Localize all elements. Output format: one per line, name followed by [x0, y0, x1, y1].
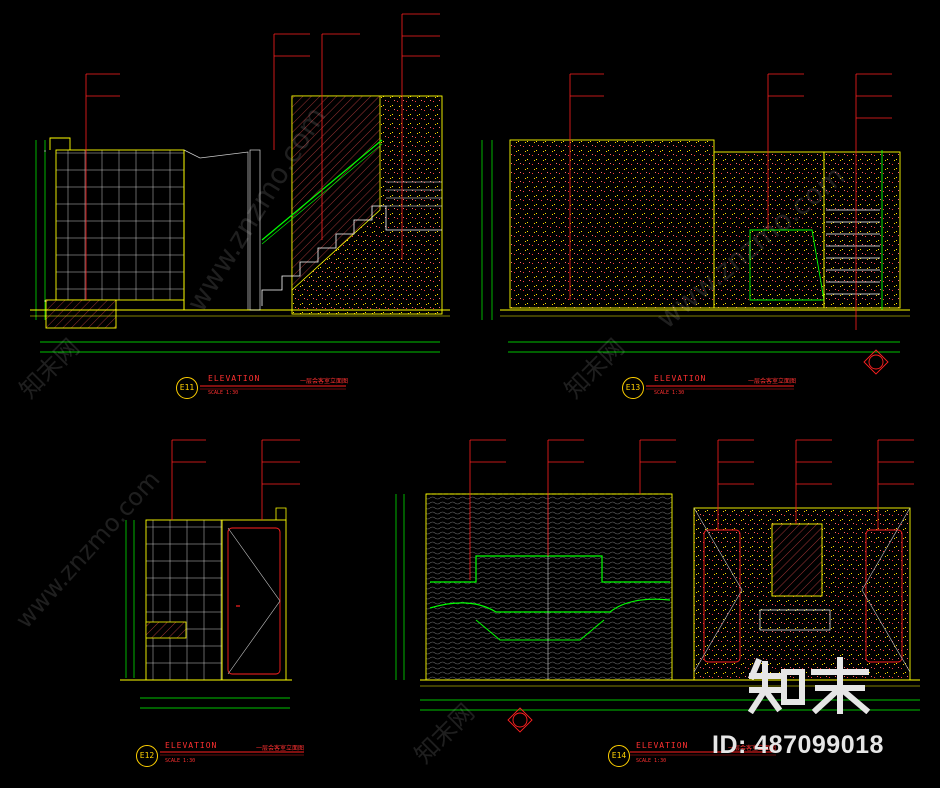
elevation-e11-title: 一层会客室立面图 — [300, 378, 349, 385]
elevation-e12-title: 一层会客室立面图 — [256, 745, 305, 752]
elevation-e12-number: E12 — [136, 745, 158, 767]
elevation-e14-drawing — [395, 439, 920, 733]
elevation-e13-drawing — [481, 73, 910, 375]
elevation-e14-title: 一层会客室立面图 — [728, 745, 777, 752]
elevation-e11-number: E11 — [176, 377, 198, 399]
elevation-e13-title: 一层会客室立面图 — [748, 378, 797, 385]
elevation-e14-label: ELEVATION — [636, 741, 689, 750]
watermark-logo — [748, 657, 871, 714]
elevation-e13-number: E13 — [622, 377, 644, 399]
elevation-e13-scale: SCALE 1:30 — [654, 390, 685, 396]
elevation-e12-drawing — [120, 439, 300, 709]
elevation-e11-drawing — [30, 13, 450, 353]
elevation-e11-label: ELEVATION — [208, 374, 261, 383]
elevation-e13-label: ELEVATION — [654, 374, 707, 383]
elevation-e14-scale: SCALE 1:30 — [636, 758, 667, 764]
elevation-e12-label: ELEVATION — [165, 741, 218, 750]
watermark-id-text: ID: 487099018 — [712, 731, 884, 759]
elevation-e14-number: E14 — [608, 745, 630, 767]
elevation-e12-scale: SCALE 1:30 — [165, 758, 196, 764]
elevation-e11-scale: SCALE 1:30 — [208, 390, 239, 396]
